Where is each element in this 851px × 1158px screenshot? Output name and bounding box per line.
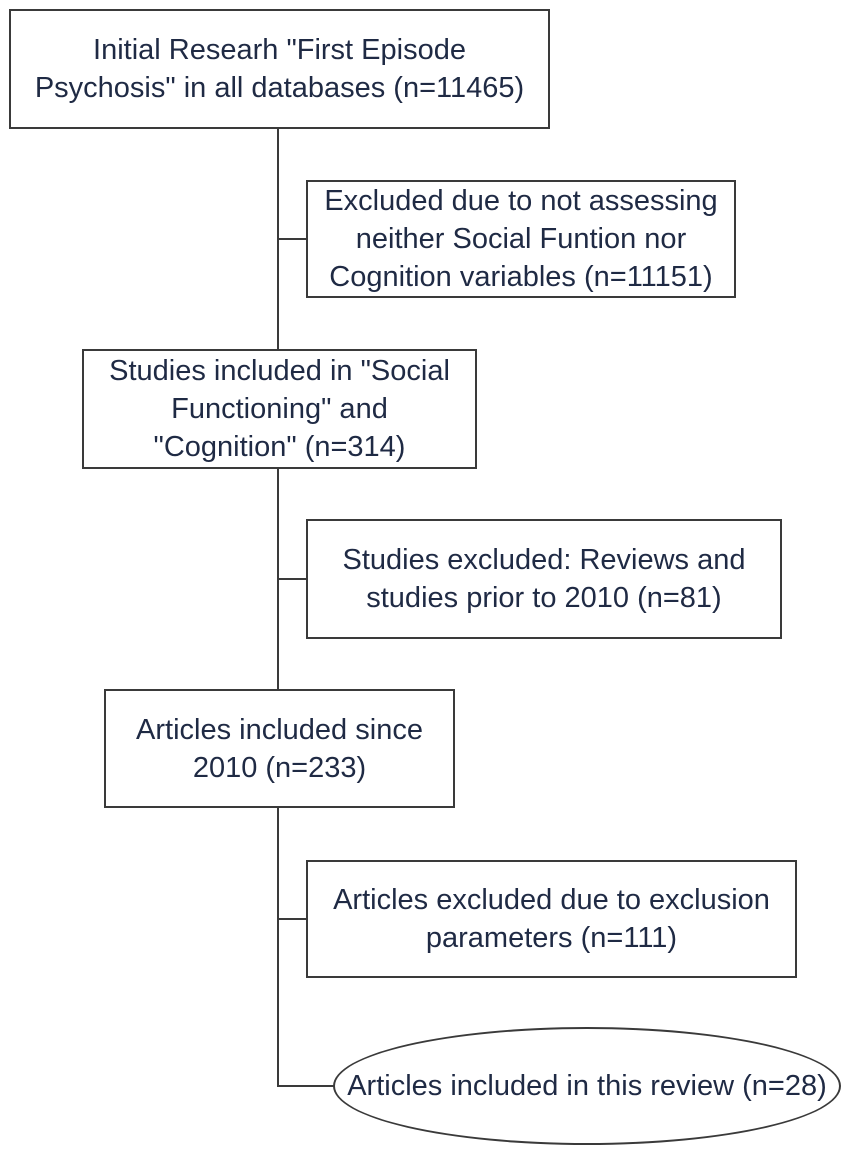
initial-search-box: Initial Researh "First Episode Psychosis… <box>9 9 550 129</box>
excluded-1-line-3: Cognition variables (n=11151) <box>329 261 713 293</box>
final-line-1: Articles included in this <box>347 1070 643 1102</box>
branch-connector-3 <box>277 918 306 920</box>
included-box-1: Studies included in "Social Functioning"… <box>82 349 477 469</box>
main-flow-line <box>277 128 279 1086</box>
excluded-2-line-1: Studies excluded: Reviews and <box>342 544 746 576</box>
excluded-box-1: Excluded due to not assessing neither So… <box>306 180 736 298</box>
final-included-ellipse: Articles included in this review (n=28) <box>333 1027 841 1145</box>
included-2-line-2: 2010 (n=233) <box>192 751 367 784</box>
excluded-2-line-2: studies prior to 2010 (n=81) <box>366 582 722 614</box>
included-box-2: Articles included since 2010 (n=233) <box>104 689 455 808</box>
included-1-line-3: "Cognition" (n=314) <box>153 431 406 463</box>
initial-search-line-1: Initial Researh "First Episode <box>93 34 466 66</box>
initial-search-line-2: Psychosis" in all databases (n=11465) <box>34 72 525 104</box>
excluded-1-line-1: Excluded due to not assessing <box>324 185 718 217</box>
final-connector <box>277 1085 334 1087</box>
included-1-line-1: Studies included in "Social <box>109 355 450 387</box>
excluded-box-2: Studies excluded: Reviews and studies pr… <box>306 519 782 639</box>
excluded-3-line-2: parameters (n=111) <box>425 922 678 954</box>
excluded-3-line-1: Articles excluded due to exclusion <box>333 884 770 916</box>
branch-connector-2 <box>277 578 306 580</box>
excluded-1-line-2: neither Social Funtion nor <box>355 223 687 255</box>
branch-connector-1 <box>277 238 306 240</box>
final-line-2: review (n=28) <box>650 1070 827 1102</box>
included-2-line-1: Articles included since <box>136 713 423 746</box>
excluded-box-3: Articles excluded due to exclusion param… <box>306 860 797 978</box>
included-1-line-2: Functioning" and <box>171 393 388 425</box>
